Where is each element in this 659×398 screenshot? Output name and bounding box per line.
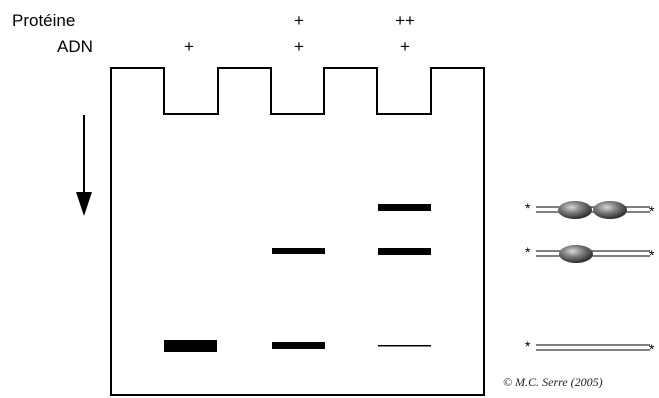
- band-lane2-free-dna: [272, 342, 325, 349]
- label-marker-star: *: [525, 244, 531, 260]
- protein-icon: [593, 201, 627, 219]
- protein-icon: [558, 201, 592, 219]
- label-marker-star: *: [525, 338, 531, 354]
- label-marker-star: *: [649, 203, 655, 219]
- band-lane3-double-complex: [378, 204, 431, 211]
- band-lane3-free-dna: [378, 345, 431, 347]
- legend-single-protein-complex: [536, 245, 650, 263]
- band-lane3-single-complex: [378, 248, 431, 255]
- legend-free-dna: [536, 345, 650, 350]
- copyright-credit: © M.C. Serre (2005): [503, 375, 603, 390]
- label-marker-star: *: [649, 341, 655, 357]
- migration-direction-arrow: [76, 115, 92, 216]
- band-lane1-free-dna: [164, 340, 217, 352]
- label-marker-star: *: [649, 247, 655, 263]
- band-lane2-single-complex: [272, 248, 325, 254]
- legend-double-protein-complex: [536, 201, 650, 219]
- protein-icon: [559, 245, 593, 263]
- label-marker-star: *: [525, 200, 531, 216]
